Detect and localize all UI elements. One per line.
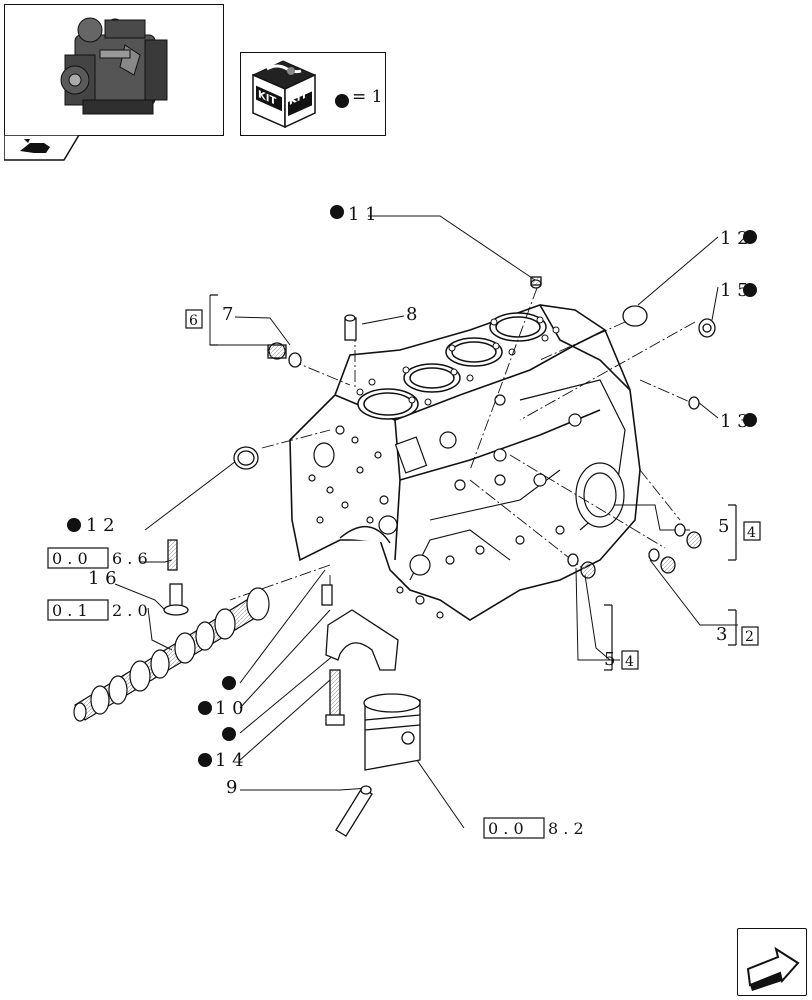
label-082-rest: 8 . 2	[548, 819, 584, 838]
leader-lines	[114, 215, 738, 829]
kit-box-icon	[251, 60, 349, 129]
label-14: 1 4	[215, 750, 244, 771]
label-7: 7	[222, 304, 233, 325]
next-page-frame[interactable]	[737, 928, 807, 996]
label-066-box: 0 . 0	[52, 549, 88, 568]
kit-legend-text: = 1	[352, 87, 383, 107]
label-012-box: 0 . 1	[52, 601, 88, 620]
label-8: 8	[406, 304, 417, 325]
kit-bullets	[67, 205, 757, 767]
label-9: 9	[226, 777, 237, 798]
label-4-lower-box: 4	[625, 654, 634, 670]
engine-thumbnail-frame	[4, 4, 224, 136]
label-16: 1 6	[88, 568, 117, 589]
label-11: 1 1	[348, 204, 377, 225]
parts	[163, 276, 716, 837]
label-15: 1 5	[720, 280, 749, 301]
label-12-left: 1 2	[86, 515, 115, 536]
label-4-upper-box: 4	[747, 525, 756, 541]
back-arrow-icon[interactable]	[4, 135, 80, 161]
label-066-rest: 6 . 6	[112, 549, 148, 568]
label-6-box: 6	[189, 313, 198, 329]
next-page-arrow-icon[interactable]	[738, 929, 805, 994]
deck-bolt-holes	[356, 316, 560, 406]
label-5-lower: 5	[604, 649, 615, 670]
callout-boxes	[47, 294, 761, 839]
camshaft	[73, 587, 270, 722]
label-13: 1 3	[720, 411, 749, 432]
label-082-box: 0 . 0	[488, 819, 524, 838]
label-2-box: 2	[745, 629, 754, 645]
label-12-top: 1 2	[720, 228, 749, 249]
front-face-holes	[308, 394, 625, 619]
kit-legend-frame: KIT KIT = 1	[240, 52, 386, 136]
label-012-rest: 2 . 0	[112, 601, 148, 620]
label-10: 1 0	[215, 698, 244, 719]
engine-thumbnail-icon	[60, 17, 168, 115]
label-3: 3	[716, 624, 727, 645]
cylinder-bores	[357, 312, 547, 420]
label-5-upper: 5	[718, 516, 729, 537]
